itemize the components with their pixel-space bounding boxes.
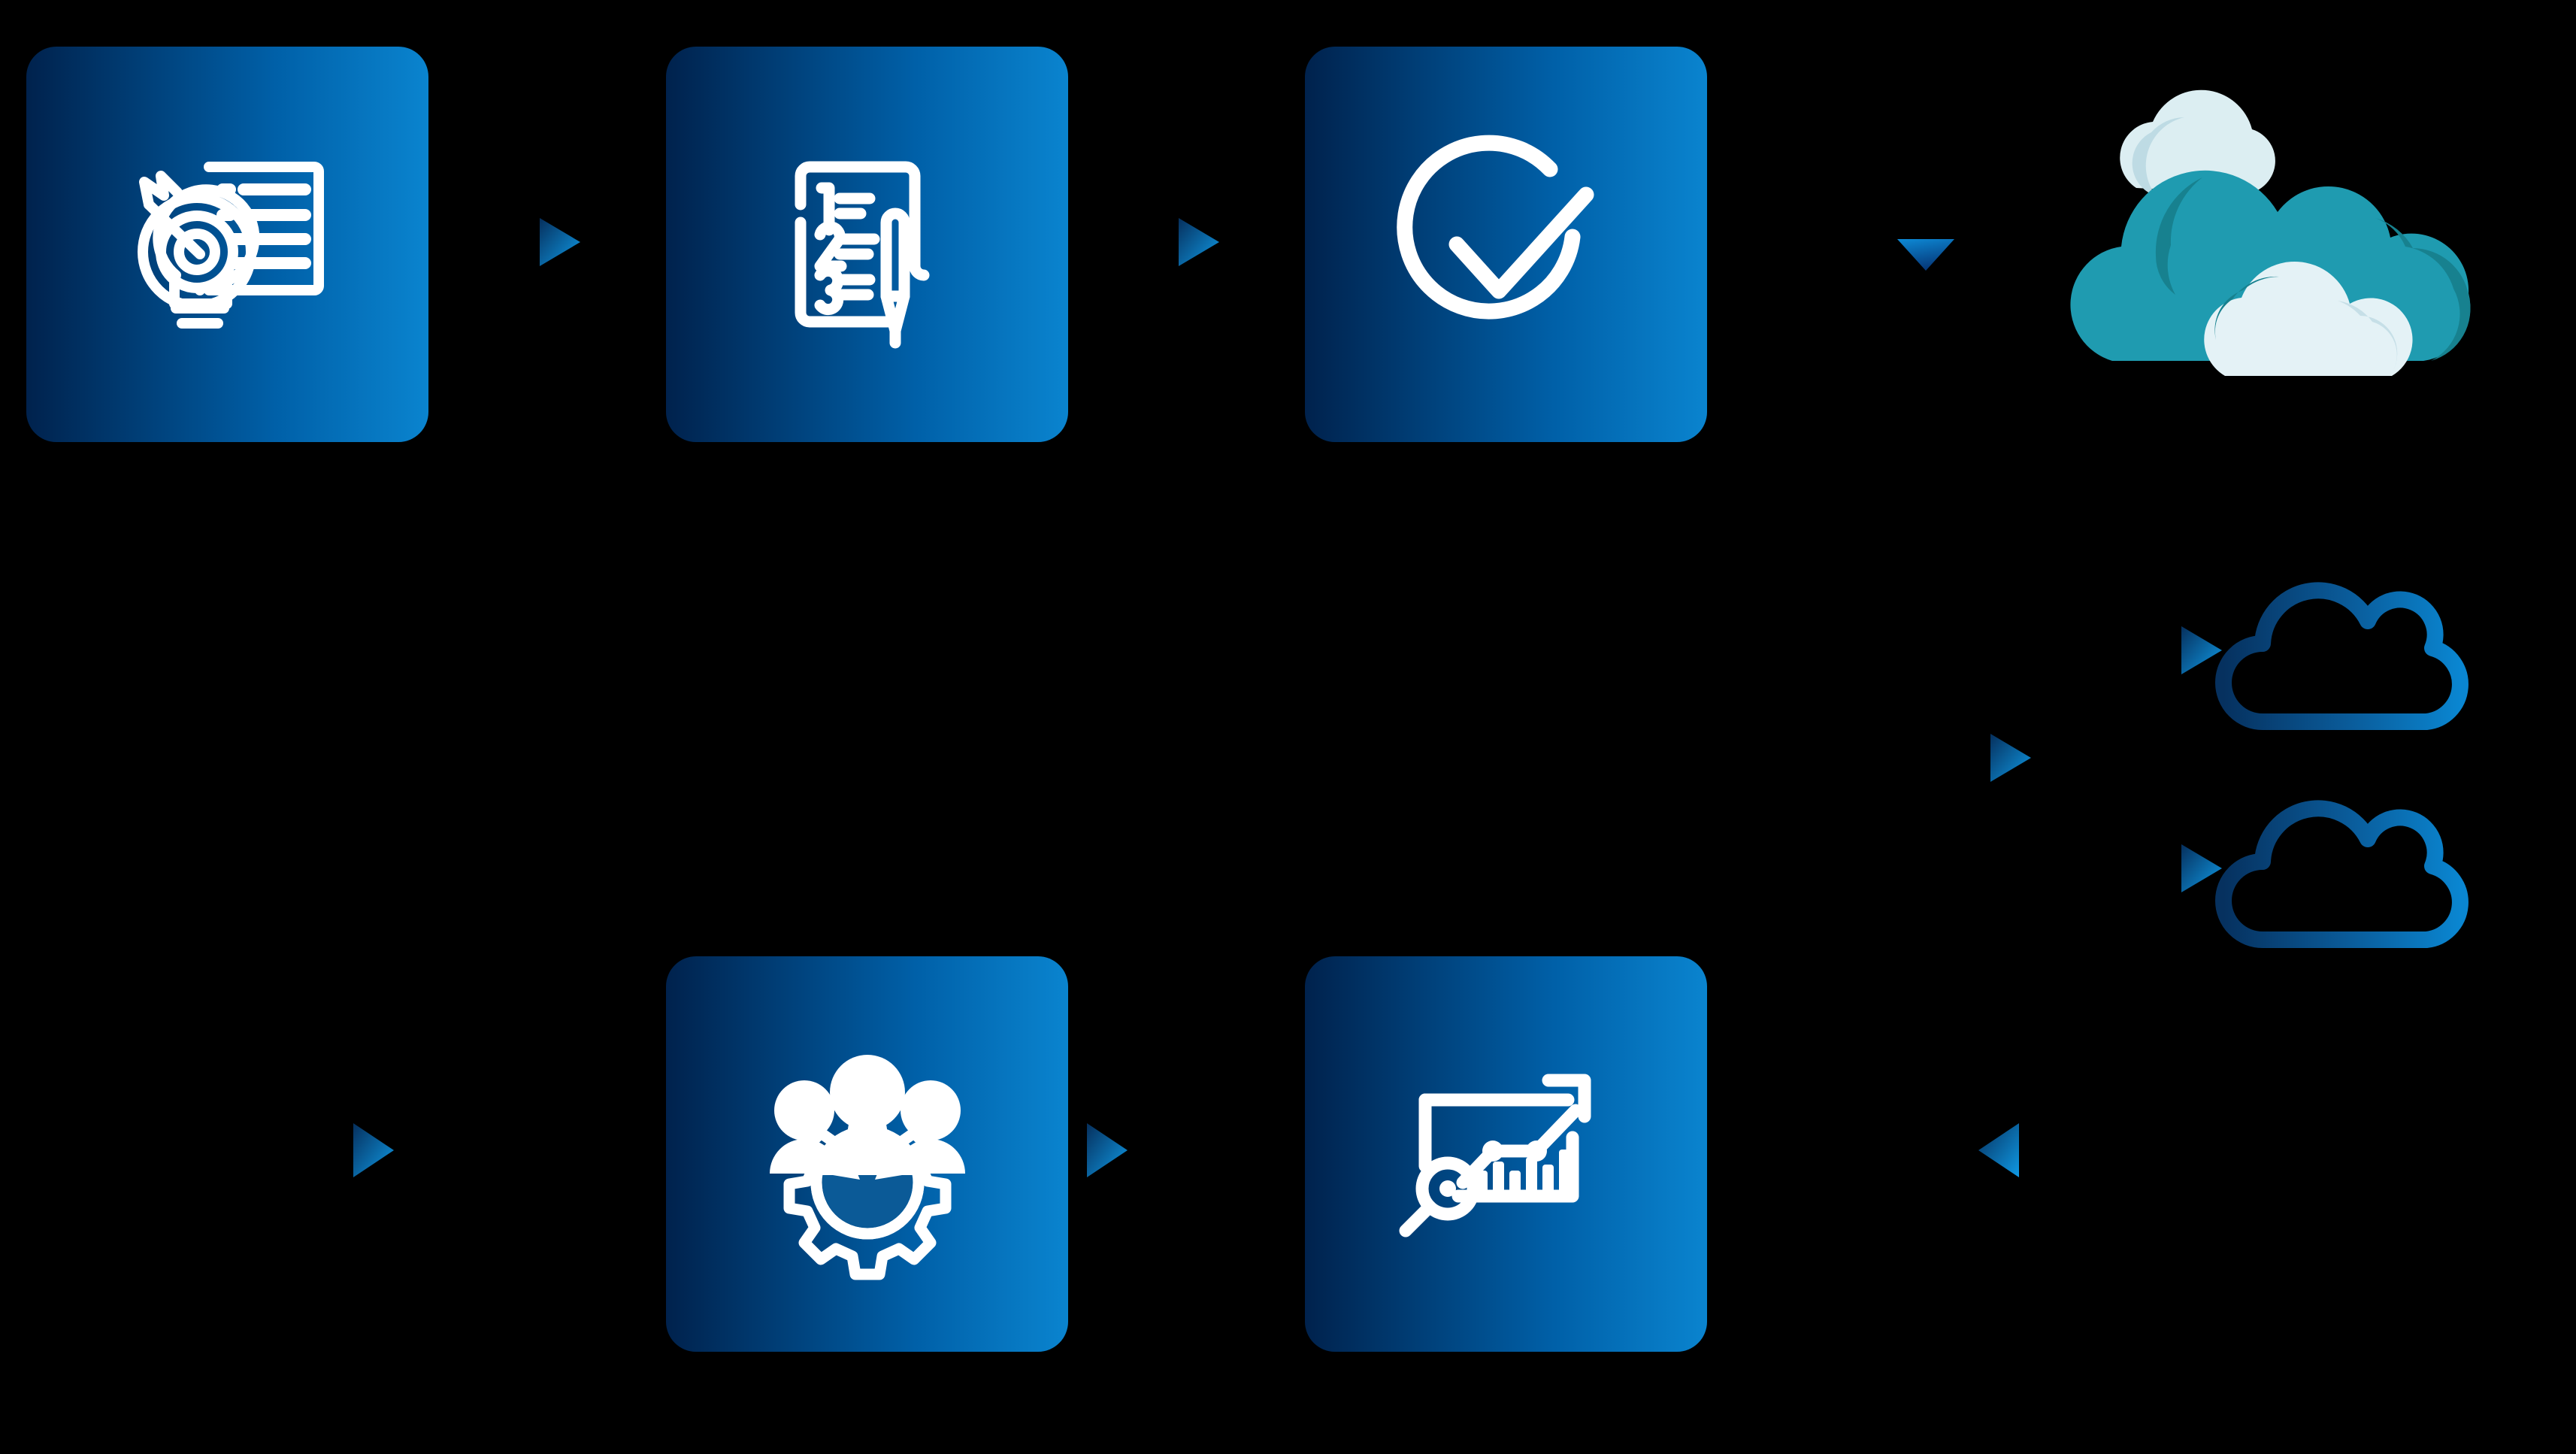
- check-circle-icon: [1396, 135, 1594, 320]
- numbered-list-pen-icon: [795, 161, 929, 349]
- connector-2-to-3: [1090, 218, 1285, 266]
- team-gear-icon: [769, 1055, 965, 1280]
- cloud-outline-upper: [2215, 582, 2469, 730]
- analytics-growth-icon: [1399, 1074, 1591, 1237]
- card-goal-brief[interactable]: [26, 47, 428, 442]
- connector-1-to-2: [451, 218, 646, 266]
- card-team-ops[interactable]: [666, 956, 1068, 1352]
- card-approval[interactable]: [1305, 47, 1707, 442]
- cloud-cluster-icon: [2070, 89, 2471, 376]
- cloud-outline-lower: [2215, 800, 2469, 948]
- connector-team-to-analytics: [1082, 1123, 1287, 1177]
- target-lightbulb-document-icon: [137, 162, 324, 329]
- meta-type: process-flow: [0, 0, 1, 1]
- connector-3-to-branch: [1729, 237, 2222, 892]
- card-analytics[interactable]: [1305, 956, 1707, 1352]
- card-numbered-plan[interactable]: [666, 47, 1068, 442]
- connector-outbound-right: [1736, 1123, 2090, 1177]
- connector-inbound-left: [282, 1123, 639, 1177]
